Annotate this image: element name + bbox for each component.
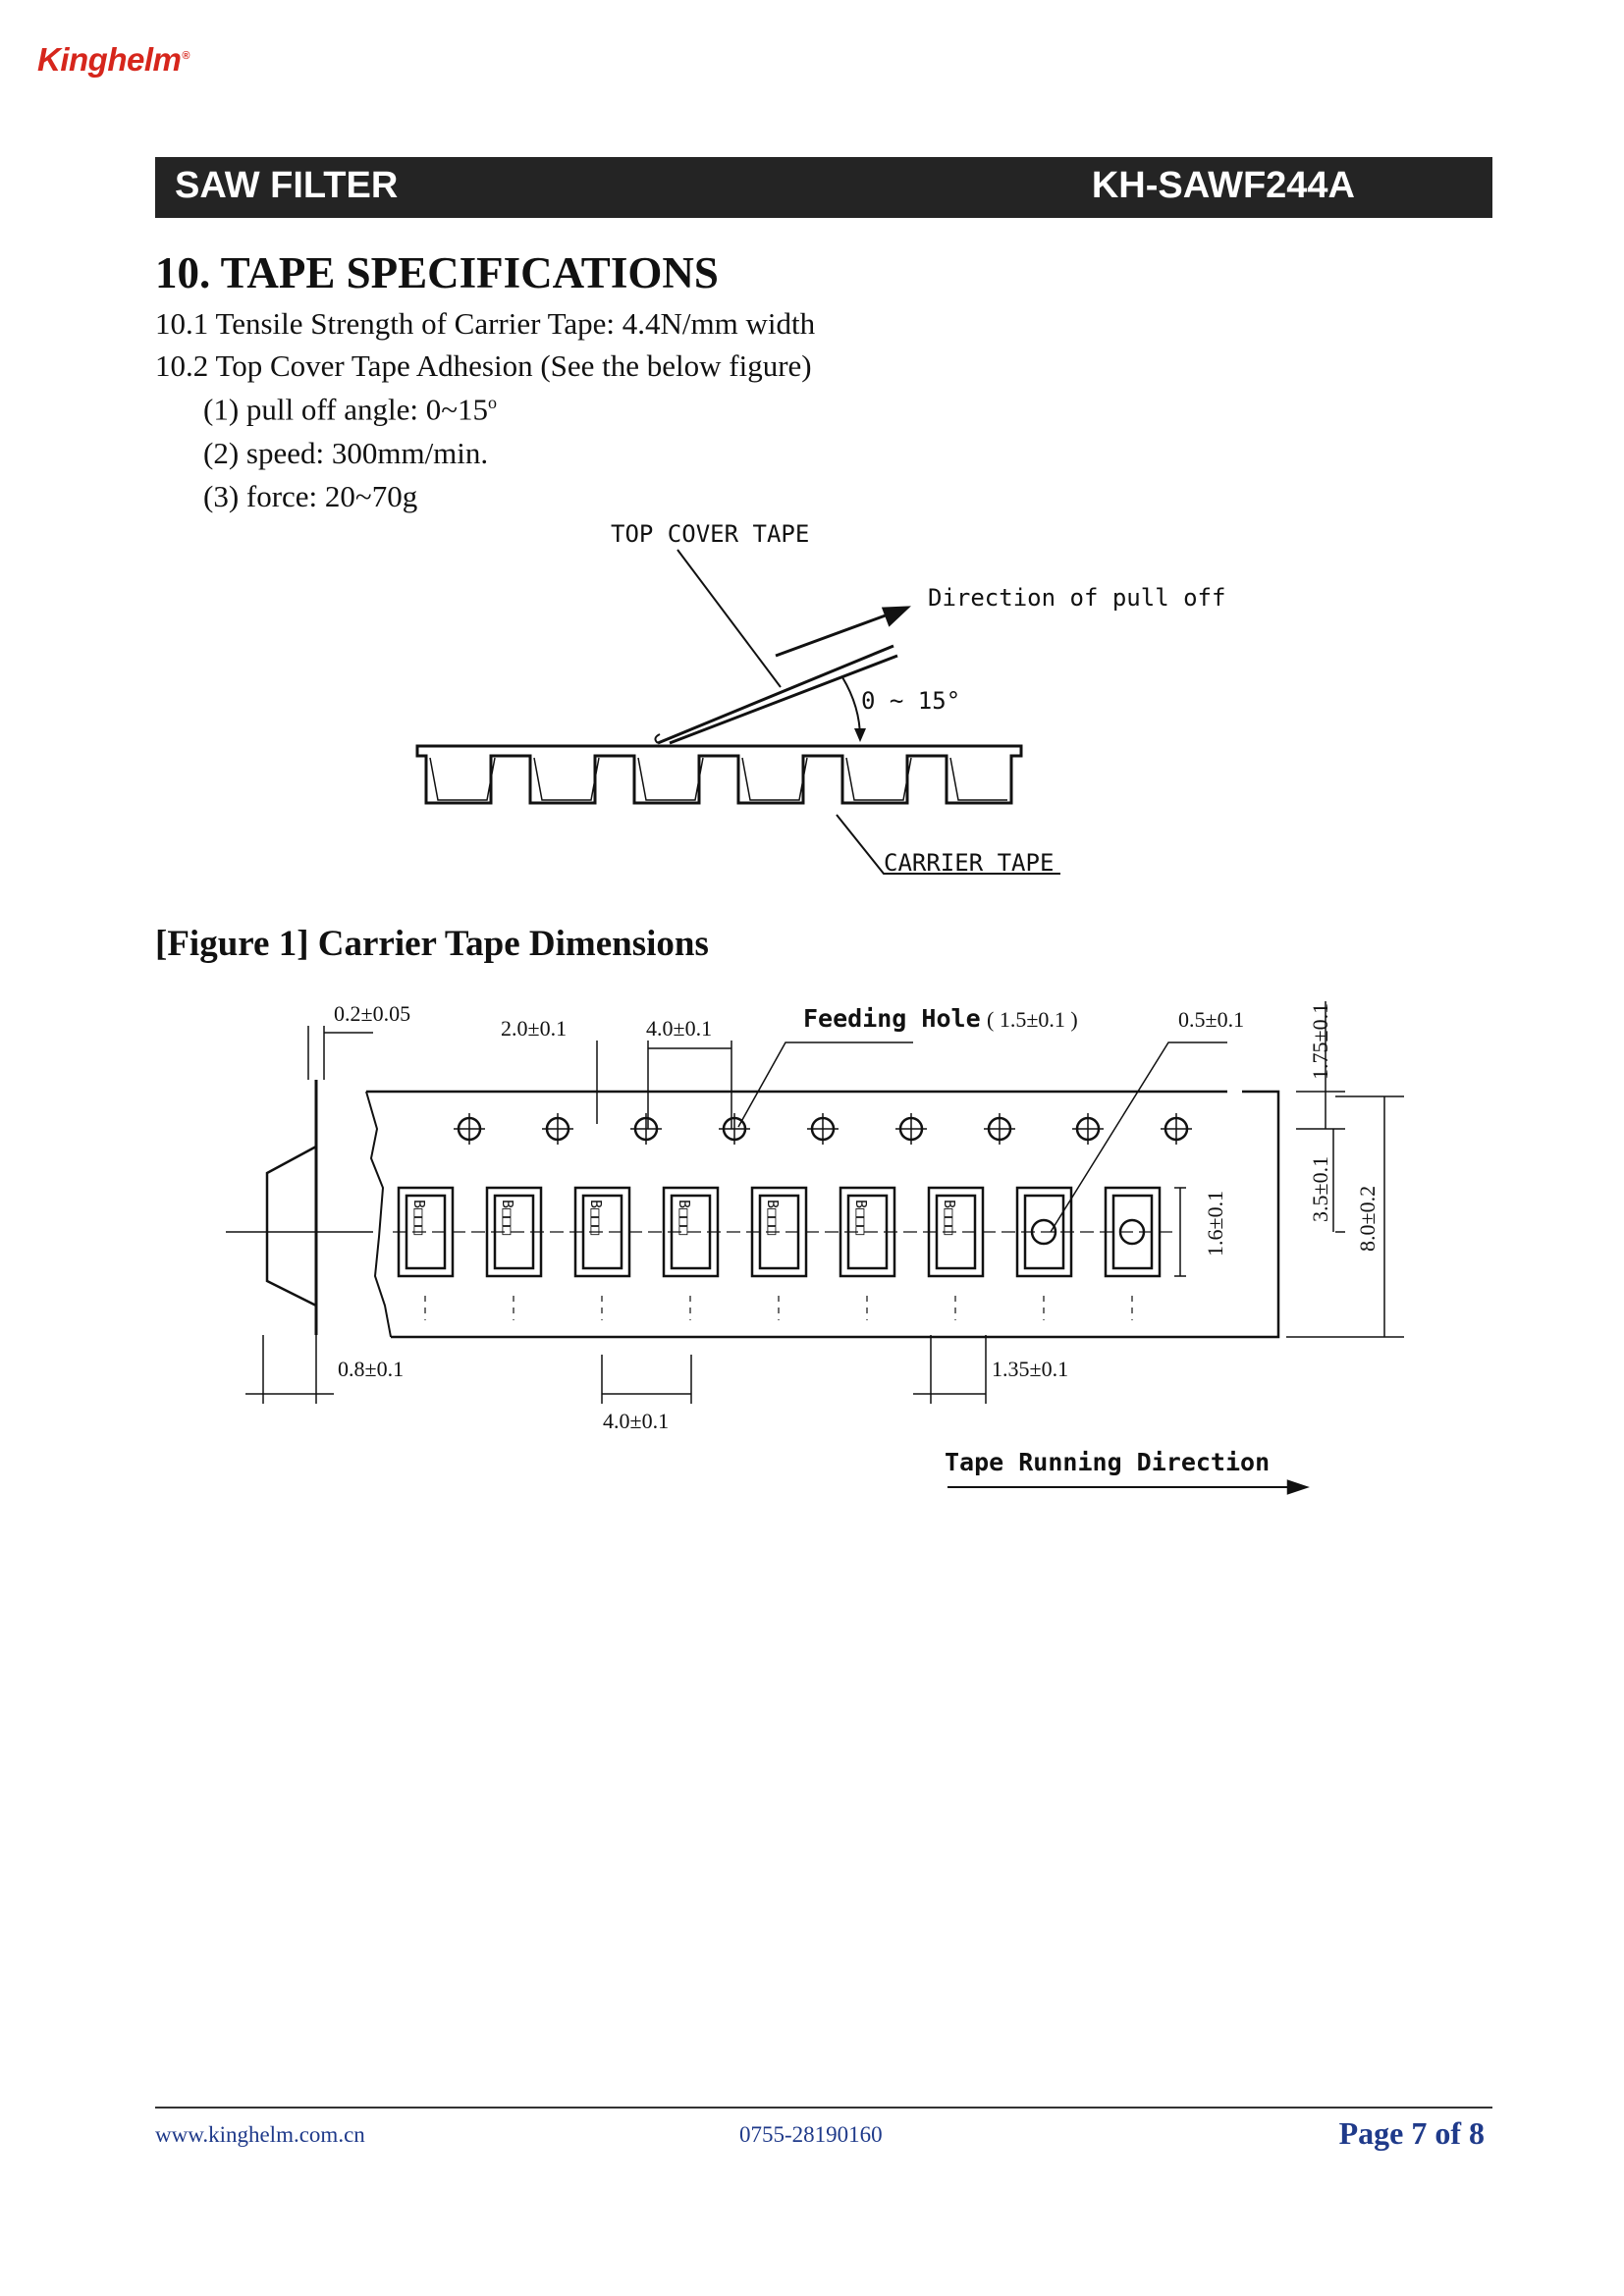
title-bar: SAW FILTER KH-SAWF244A — [155, 157, 1492, 218]
pull-direction-label: Direction of pull off — [928, 584, 1225, 612]
component-mark: B□□□ — [410, 1200, 428, 1235]
dim-pocket-depth: 0.8±0.1 — [338, 1357, 404, 1381]
pockets — [397, 1186, 1162, 1320]
footer-divider — [155, 2107, 1492, 2109]
angle-label: 0 ~ 15° — [861, 687, 960, 715]
cover-tape — [657, 644, 898, 745]
dim-thickness: 0.2±0.05 — [334, 1001, 410, 1026]
component-mark: B□□□ — [499, 1200, 516, 1235]
running-direction-label: Tape Running Direction — [945, 1448, 1270, 1476]
component-mark: B□□□ — [676, 1200, 693, 1235]
section-title: 10. TAPE SPECIFICATIONS — [155, 248, 719, 297]
product-name: SAW FILTER — [175, 165, 399, 206]
footer-website: www.kinghelm.com.cn — [155, 2122, 365, 2147]
feeding-holes — [454, 1113, 1192, 1145]
dim-hole-offset: 2.0±0.1 — [501, 1016, 567, 1041]
dim-pocket-pitch: 4.0±0.1 — [603, 1409, 669, 1433]
kinghelm-logo: Kinghelm® — [37, 41, 189, 78]
feeding-hole-dim: ( 1.5±0.1 ) — [987, 1007, 1078, 1032]
carrier-tape-profile — [415, 744, 1023, 805]
spec-subitem: (1) pull off angle: 0~15o — [203, 392, 497, 427]
component-mark: B□□□ — [764, 1200, 782, 1235]
dim-pocket-width: 1.35±0.1 — [992, 1357, 1068, 1381]
top-cover-tape-label: TOP COVER TAPE — [611, 520, 809, 548]
spec-subitem: (2) speed: 300mm/min. — [203, 436, 489, 470]
dim-center-hole: 0.5±0.1 — [1178, 1007, 1244, 1032]
part-number: KH-SAWF244A — [1091, 165, 1355, 206]
spec-item: 10.2 Top Cover Tape Adhesion (See the be… — [155, 348, 812, 383]
feeding-hole-label: Feeding Hole — [803, 1004, 981, 1033]
component-mark: B□□□ — [852, 1200, 870, 1235]
component-mark: B□□□ — [941, 1200, 958, 1235]
component-mark: B□□□ — [587, 1200, 605, 1235]
figure-1-caption: [Figure 1] Carrier Tape Dimensions — [155, 924, 709, 964]
dim-pocket-length: 1.6±0.1 — [1203, 1191, 1227, 1256]
carrier-tape-label: CARRIER TAPE — [884, 849, 1054, 877]
page-number: Page 7 of 8 — [1338, 2115, 1485, 2151]
pull-direction-arrow — [775, 611, 894, 658]
dim-hole-to-pocket: 3.5±0.1 — [1308, 1156, 1332, 1222]
dim-hole-pitch: 4.0±0.1 — [646, 1016, 712, 1041]
footer-phone: 0755-28190160 — [739, 2122, 883, 2147]
spec-subitem: (3) force: 20~70g — [203, 479, 418, 513]
spec-item: 10.1 Tensile Strength of Carrier Tape: 4… — [155, 306, 816, 341]
dim-edge-to-hole: 1.75±0.1 — [1308, 1003, 1332, 1080]
tape-outline — [366, 1090, 1280, 1339]
dim-tape-width: 8.0±0.2 — [1355, 1186, 1380, 1252]
